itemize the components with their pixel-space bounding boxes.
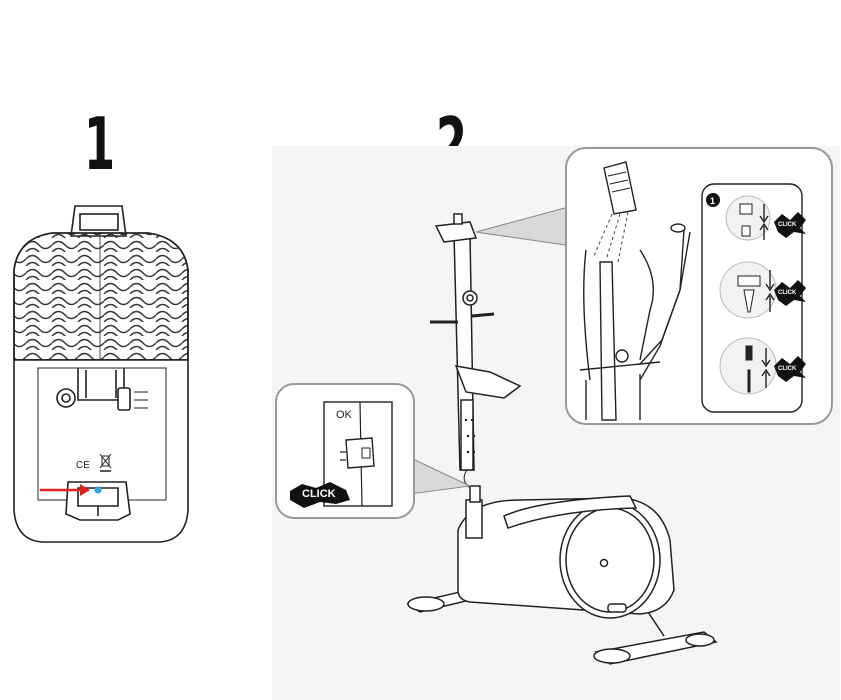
step-marker: 1 xyxy=(710,196,715,206)
mast-holes xyxy=(464,418,476,454)
ok-label: OK xyxy=(336,409,353,421)
callout-right xyxy=(565,147,833,425)
click-label-right-2: CLICK xyxy=(778,290,797,296)
click-label-right-1: CLICK xyxy=(778,222,797,228)
step-marker-icon xyxy=(706,193,720,207)
callout-left xyxy=(275,383,415,519)
click-burst-icon xyxy=(774,356,806,382)
red-arrow-icon xyxy=(40,484,90,496)
click-burst-icon xyxy=(774,280,806,306)
step-1-number: 1 xyxy=(84,102,116,186)
click-label-left: CLICK xyxy=(302,488,336,500)
indicator-dot xyxy=(94,486,102,494)
ce-mark: CE xyxy=(76,460,90,471)
elliptical-trainer xyxy=(406,213,718,665)
console-device xyxy=(13,205,189,543)
click-burst-icon xyxy=(290,482,350,508)
click-burst-icon xyxy=(774,212,806,238)
click-label-right-3: CLICK xyxy=(778,366,797,372)
